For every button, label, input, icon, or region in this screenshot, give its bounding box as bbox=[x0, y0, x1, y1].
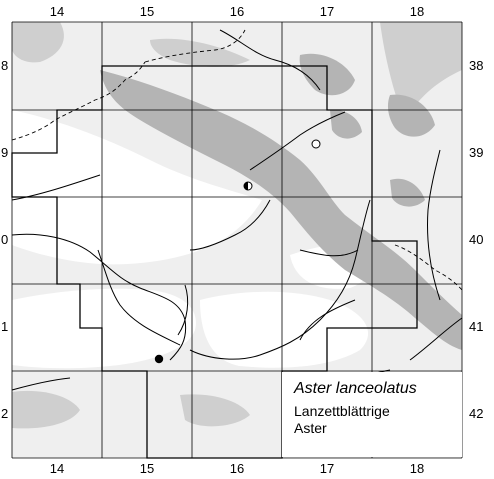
left-row-1: 1 bbox=[1, 319, 8, 334]
half-filled-circle-marker bbox=[243, 181, 253, 191]
bottom-col-14: 14 bbox=[50, 461, 64, 476]
left-row-9: 9 bbox=[1, 145, 8, 160]
top-col-15: 15 bbox=[140, 4, 154, 19]
mountain-band bbox=[100, 53, 462, 350]
left-row-8: 8 bbox=[1, 58, 8, 73]
right-row-labels: 38 39 40 41 42 bbox=[469, 58, 483, 421]
top-col-16: 16 bbox=[230, 4, 244, 19]
right-row-42: 42 bbox=[469, 406, 483, 421]
common-name-line-2: Aster bbox=[294, 420, 327, 436]
region-boundary bbox=[11, 65, 418, 459]
left-row-labels: 8 9 0 1 2 bbox=[1, 58, 8, 421]
left-row-2: 2 bbox=[1, 406, 8, 421]
dashed-boundaries bbox=[11, 29, 463, 291]
bottom-column-labels: 14 15 16 17 18 bbox=[50, 461, 424, 476]
common-name: Lanzettblättrige Aster bbox=[294, 403, 390, 437]
top-col-18: 18 bbox=[410, 4, 424, 19]
left-row-0: 0 bbox=[1, 232, 8, 247]
bottom-col-17: 17 bbox=[320, 461, 334, 476]
right-row-38: 38 bbox=[469, 58, 483, 73]
top-column-labels: 14 15 16 17 18 bbox=[50, 4, 424, 19]
bottom-col-16: 16 bbox=[230, 461, 244, 476]
bottom-col-15: 15 bbox=[140, 461, 154, 476]
legend-box: Aster lanceolatus Lanzettblättrige Aster bbox=[282, 372, 462, 457]
bottom-col-18: 18 bbox=[410, 461, 424, 476]
rivers bbox=[11, 29, 463, 391]
lowland-areas bbox=[12, 110, 375, 369]
right-row-40: 40 bbox=[469, 232, 483, 247]
common-name-line-1: Lanzettblättrige bbox=[294, 403, 390, 419]
filled-circle-marker bbox=[154, 354, 164, 364]
top-col-17: 17 bbox=[320, 4, 334, 19]
open-circle-marker bbox=[311, 139, 321, 149]
species-name: Aster lanceolatus bbox=[294, 380, 417, 397]
top-col-14: 14 bbox=[50, 4, 64, 19]
right-row-39: 39 bbox=[469, 145, 483, 160]
right-row-41: 41 bbox=[469, 319, 483, 334]
